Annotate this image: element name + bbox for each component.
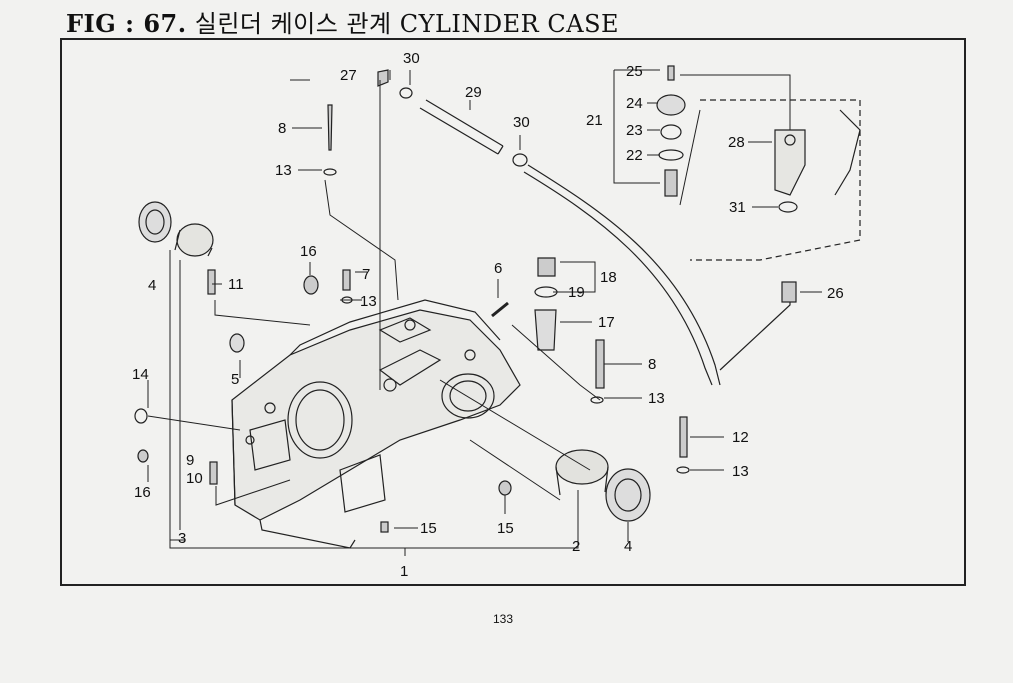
label-3: 3 bbox=[178, 530, 186, 547]
title-english: CYLINDER CASE bbox=[399, 10, 620, 38]
label-14: 14 bbox=[132, 366, 149, 383]
label-30-right: 30 bbox=[513, 114, 530, 131]
label-13-lower: 13 bbox=[732, 463, 749, 480]
figure-number: FIG : 67. bbox=[66, 9, 187, 38]
label-10: 10 bbox=[186, 470, 203, 487]
label-25: 25 bbox=[626, 63, 643, 80]
label-9: 9 bbox=[186, 452, 194, 469]
label-8-top: 8 bbox=[278, 120, 286, 137]
label-11: 11 bbox=[228, 276, 244, 293]
diagram-frame bbox=[60, 38, 966, 586]
label-22: 22 bbox=[626, 147, 643, 164]
label-7: 7 bbox=[362, 266, 370, 283]
label-21: 21 bbox=[586, 112, 603, 129]
label-1: 1 bbox=[400, 563, 408, 580]
label-23: 23 bbox=[626, 122, 643, 139]
label-28: 28 bbox=[728, 134, 745, 151]
label-4-left: 4 bbox=[148, 277, 156, 294]
label-27: 27 bbox=[340, 67, 357, 84]
label-2: 2 bbox=[572, 538, 580, 555]
label-8-right: 8 bbox=[648, 356, 656, 373]
label-18: 18 bbox=[600, 269, 617, 286]
label-19: 19 bbox=[568, 284, 585, 301]
label-13-mid: 13 bbox=[360, 293, 377, 310]
seal-right bbox=[555, 449, 651, 522]
label-5: 5 bbox=[231, 371, 239, 388]
label-26: 26 bbox=[827, 285, 844, 302]
label-16-left: 16 bbox=[134, 484, 151, 501]
label-24: 24 bbox=[626, 95, 643, 112]
label-29: 29 bbox=[465, 84, 482, 101]
label-12: 12 bbox=[732, 429, 749, 446]
label-13-right: 13 bbox=[648, 390, 665, 407]
label-15-left: 15 bbox=[420, 520, 437, 537]
label-17: 17 bbox=[598, 314, 615, 331]
cylinder-case-body bbox=[231, 299, 521, 549]
label-13-top: 13 bbox=[275, 162, 292, 179]
label-4-right: 4 bbox=[624, 538, 632, 555]
label-31: 31 bbox=[729, 199, 746, 216]
label-16-top: 16 bbox=[300, 243, 317, 260]
title-korean: 실린더 케이스 관계 bbox=[194, 10, 392, 38]
figure-title: FIG : 67. 실린더 케이스 관계 CYLINDER CASE bbox=[66, 4, 619, 39]
label-15-right: 15 bbox=[497, 520, 514, 537]
label-30-top: 30 bbox=[403, 50, 420, 67]
label-6: 6 bbox=[494, 260, 502, 277]
page-number: 133 bbox=[493, 612, 514, 626]
seal-left bbox=[138, 201, 214, 257]
